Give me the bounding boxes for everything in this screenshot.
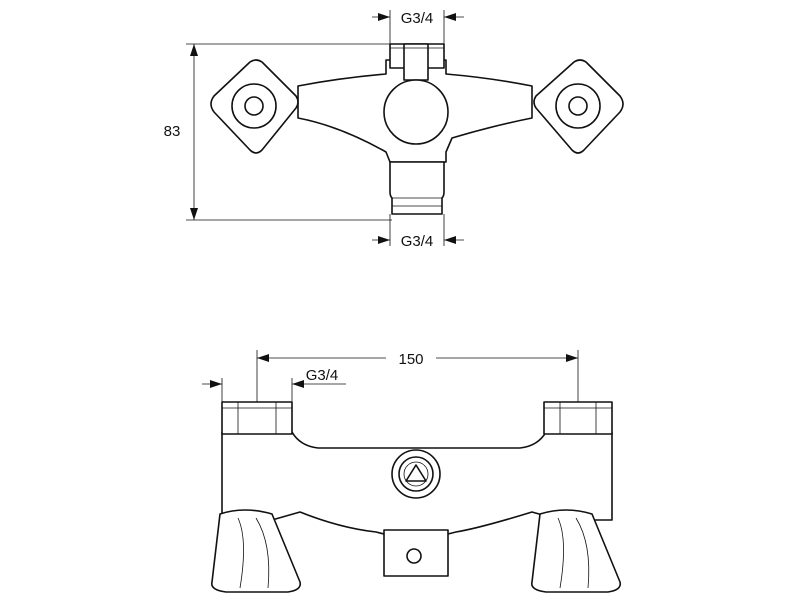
- dim-spacing-label: 150: [398, 351, 423, 368]
- right-inlet-nut: [543, 401, 613, 435]
- dim-connection-label: G3/4: [306, 367, 339, 384]
- bottom-outlet: [389, 161, 445, 215]
- diverter-triangle-icon: [405, 464, 427, 482]
- left-handle-front: [210, 509, 302, 593]
- front-view: 150 G3/4: [202, 350, 622, 593]
- right-handle-hub: [568, 96, 588, 116]
- outlet-hole: [406, 548, 422, 564]
- top-inlet-nut: [403, 43, 429, 81]
- right-handle-front: [530, 509, 622, 593]
- dim-height-label: 83: [164, 123, 181, 140]
- dim-outlet-bottom-label: G3/4: [401, 233, 434, 250]
- left-handle-hub: [244, 96, 264, 116]
- dim-inlet-top-label: G3/4: [401, 10, 434, 27]
- diverter-knob-top: [383, 79, 449, 145]
- left-inlet-nut: [221, 401, 293, 435]
- top-view: 83 G3/4 G3/4: [164, 10, 624, 250]
